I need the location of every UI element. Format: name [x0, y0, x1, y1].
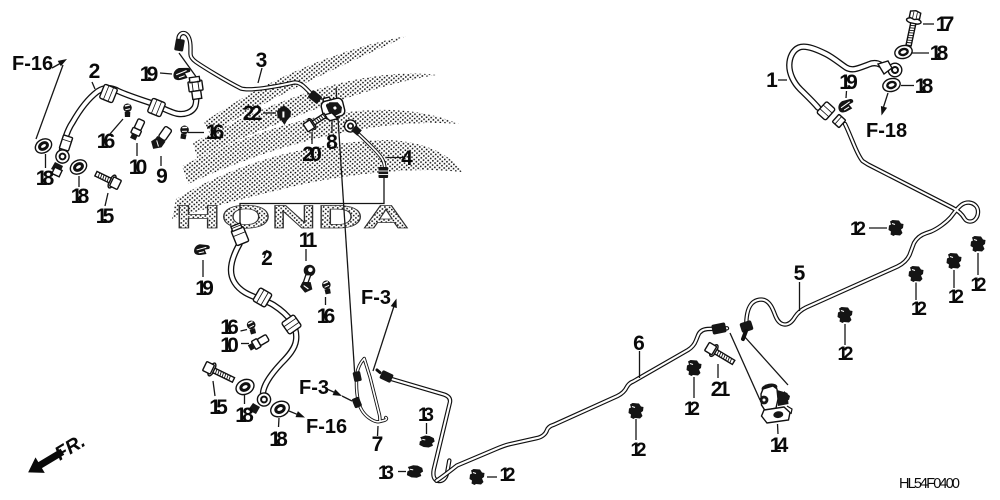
svg-text:16: 16 [317, 305, 336, 328]
svg-text:18: 18 [930, 42, 949, 65]
svg-text:21: 21 [711, 378, 731, 401]
svg-text:5: 5 [794, 262, 806, 285]
svg-text:12: 12 [911, 299, 927, 320]
svg-text:F-16: F-16 [306, 416, 347, 438]
svg-text:6: 6 [633, 332, 645, 355]
svg-text:19: 19 [140, 63, 159, 86]
svg-text:4: 4 [401, 147, 413, 170]
svg-text:11: 11 [299, 229, 318, 252]
svg-text:F-16: F-16 [12, 53, 53, 75]
svg-text:2: 2 [89, 60, 101, 83]
svg-text:15: 15 [96, 205, 115, 228]
svg-text:HL54F0400: HL54F0400 [899, 476, 960, 492]
svg-text:1: 1 [766, 69, 778, 92]
svg-text:19: 19 [839, 71, 858, 94]
svg-text:15: 15 [209, 396, 228, 419]
svg-text:12: 12 [948, 287, 964, 308]
svg-text:18: 18 [915, 75, 934, 98]
svg-text:F-18: F-18 [866, 120, 907, 142]
svg-text:18: 18 [36, 167, 55, 190]
svg-text:7: 7 [372, 433, 384, 456]
svg-text:12: 12 [631, 440, 647, 461]
svg-text:9: 9 [156, 165, 168, 188]
svg-text:14: 14 [770, 434, 789, 457]
svg-text:18: 18 [269, 428, 288, 451]
svg-text:20: 20 [302, 143, 322, 166]
svg-text:17: 17 [936, 13, 955, 36]
svg-text:12: 12 [971, 275, 987, 296]
svg-text:13: 13 [418, 405, 434, 426]
svg-text:22: 22 [243, 102, 263, 125]
svg-text:16: 16 [97, 130, 116, 153]
svg-text:F-3: F-3 [299, 377, 329, 399]
svg-text:10: 10 [129, 156, 148, 179]
svg-text:3: 3 [256, 49, 268, 72]
svg-text:16: 16 [206, 121, 225, 144]
svg-text:12: 12 [838, 344, 854, 365]
svg-text:16: 16 [220, 316, 239, 339]
svg-text:19: 19 [195, 277, 214, 300]
svg-text:12: 12 [850, 219, 866, 240]
svg-text:HONDA: HONDA [175, 199, 409, 235]
svg-text:2: 2 [261, 247, 273, 270]
svg-text:10: 10 [220, 334, 239, 357]
svg-text:18: 18 [235, 404, 254, 427]
svg-text:13: 13 [378, 463, 394, 484]
svg-text:F-3: F-3 [361, 287, 391, 309]
svg-text:12: 12 [500, 465, 516, 486]
svg-text:12: 12 [684, 399, 700, 420]
svg-text:18: 18 [71, 185, 90, 208]
svg-text:8: 8 [326, 131, 338, 154]
